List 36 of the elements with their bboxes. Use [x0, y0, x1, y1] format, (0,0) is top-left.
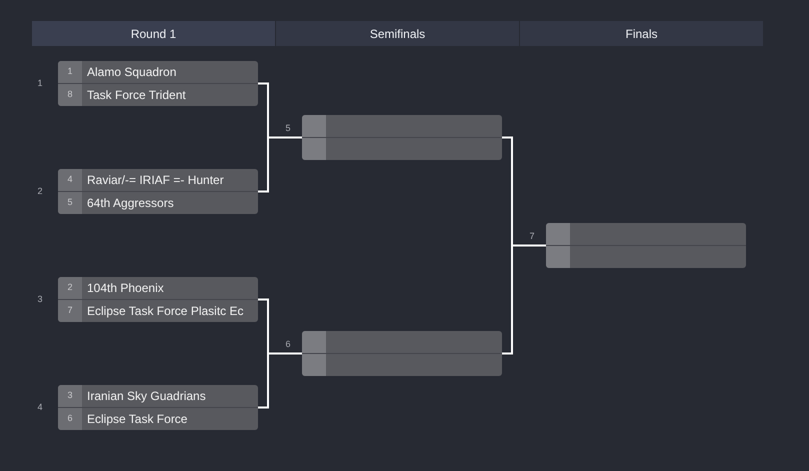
match-number: 5 [284, 122, 292, 134]
match-number: 2 [36, 186, 44, 196]
seed-number: 5 [58, 192, 82, 214]
bracket-line [258, 136, 302, 192]
seed-number: 1 [58, 61, 82, 83]
column-header: Semifinals [276, 21, 519, 46]
seed-number: 6 [58, 408, 82, 430]
match-number: 6 [284, 338, 292, 350]
team-name: Task Force Trident [87, 88, 186, 102]
bracket-line [502, 244, 546, 354]
seed-number: 3 [58, 385, 82, 407]
team-name: 104th Phoenix [87, 281, 164, 295]
match-box [58, 277, 258, 322]
bracket-line [258, 352, 302, 408]
team-name: Eclipse Task Force Plasitc Ec [87, 304, 244, 318]
seed-number: 4 [58, 169, 82, 191]
match-box [58, 61, 258, 106]
team-name: Eclipse Task Force [87, 412, 188, 426]
team-name: Raviar/-= IRIAF =- Hunter [87, 173, 224, 187]
team-name: Iranian Sky Guadrians [87, 389, 206, 403]
seed-number: 7 [58, 300, 82, 322]
match-box [546, 223, 746, 268]
match-number: 7 [528, 230, 536, 242]
seed-number: 2 [58, 277, 82, 299]
match-number: 3 [36, 294, 44, 304]
team-name: 64th Aggressors [87, 196, 174, 210]
match-number: 1 [36, 78, 44, 88]
column-header: Finals [520, 21, 763, 46]
match-box [58, 385, 258, 430]
team-name: Alamo Squadron [87, 65, 176, 79]
match-box [58, 169, 258, 214]
match-box [302, 331, 502, 376]
column-header: Round 1 [32, 21, 275, 46]
match-number: 4 [36, 402, 44, 412]
seed-number: 8 [58, 84, 82, 106]
match-box [302, 115, 502, 160]
